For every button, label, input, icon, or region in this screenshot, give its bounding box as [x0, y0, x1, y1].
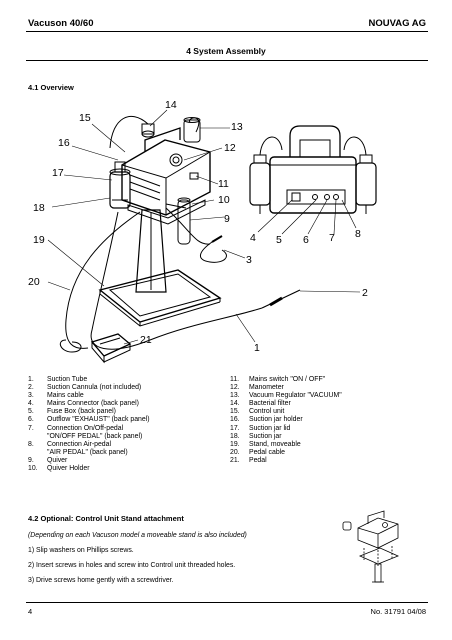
header-rule [26, 31, 428, 32]
callout-18: 18 [33, 202, 45, 214]
callout-6: 6 [303, 234, 309, 246]
list-item: 16.Suction jar holder [230, 416, 303, 424]
parts-list-right: 11.Mains switch "ON / OFF" 12.Manometer … [230, 376, 342, 465]
callout-12: 12 [224, 142, 236, 154]
callout-8: 8 [355, 228, 361, 240]
pedal-cable [59, 211, 141, 353]
list-item: 13.Vacuum Regulator "VACUUM" [230, 392, 342, 400]
list-item: 8.Connection Air-pedal [28, 440, 111, 448]
callout-16: 16 [58, 137, 70, 149]
step-2: 2) Insert screws in holes and screw into… [28, 562, 236, 569]
optional-section-title: 4.2 Optional: Control Unit Stand attachm… [28, 514, 184, 523]
callout-1: 1 [254, 342, 260, 354]
stand-attachment-illustration [342, 510, 400, 583]
list-item: 15.Control unit [230, 408, 285, 416]
pedal [90, 333, 132, 364]
list-item: 18.Suction jar [230, 432, 282, 440]
footer-rule [26, 602, 428, 603]
list-item: 10.Quiver Holder [28, 465, 90, 473]
mains-cable [165, 207, 227, 263]
document-title: Vacuson 40/60 [28, 18, 94, 29]
callout-2: 2 [362, 287, 368, 299]
list-item: 4.Mains Connector (back panel) [28, 400, 139, 408]
document-number: No. 31791 04/08 [370, 607, 426, 616]
section-rule [26, 60, 428, 61]
list-item: 9.Quiver [28, 456, 68, 464]
list-item: 17.Suction jar lid [230, 424, 291, 432]
overview-title: 4.1 Overview [28, 83, 74, 92]
callout-19: 19 [33, 234, 45, 246]
back-view-unit [249, 125, 377, 214]
company-name: NOUVAG AG [368, 18, 426, 29]
list-item: 7.Connection On/Off-pedal [28, 424, 124, 432]
list-item: 21.Pedal [230, 456, 267, 464]
system-assembly-illustration [47, 109, 377, 364]
callout-5: 5 [276, 234, 282, 246]
right-jar-top [183, 117, 201, 143]
callout-4: 4 [250, 232, 256, 244]
suction-tube [90, 211, 301, 350]
list-item: 3.Mains cable [28, 392, 84, 400]
list-item: 2.Suction Cannula (not included) [28, 384, 142, 392]
callout-13: 13 [231, 121, 243, 133]
list-item: 5.Fuse Box (back panel) [28, 408, 116, 416]
list-item: 1.Suction Tube [28, 376, 88, 383]
callout-10: 10 [218, 194, 230, 206]
callout-9: 9 [224, 213, 230, 225]
list-item: "AIR PEDAL" (back panel) [47, 448, 128, 456]
callout-17: 17 [52, 167, 64, 179]
callout-21: 21 [140, 334, 152, 346]
optional-note: (Depending on each Vacuson model a movea… [28, 532, 247, 539]
list-item: 19.Stand, moveable [230, 440, 301, 448]
list-item: "ON/OFF PEDAL" (back panel) [47, 432, 143, 440]
list-item: 11.Mains switch "ON / OFF" [230, 376, 326, 383]
section-title: 4 System Assembly [186, 46, 266, 56]
stand-base [98, 269, 222, 327]
step-3: 3) Drive screws home gently with a screw… [28, 577, 174, 584]
callout-3: 3 [246, 254, 252, 266]
bacterial-filter [109, 115, 200, 149]
quiver [165, 197, 191, 245]
callout-15: 15 [79, 112, 91, 124]
callout-14: 14 [165, 99, 177, 111]
page-number: 4 [28, 607, 33, 616]
callout-7: 7 [329, 232, 335, 244]
parts-list-left: 1.Suction Tube 2.Suction Cannula (not in… [28, 376, 150, 473]
callout-11: 11 [218, 178, 229, 190]
suction-jar [109, 161, 131, 209]
list-item: 20.Pedal cable [230, 448, 286, 456]
stand-pole [135, 209, 167, 293]
list-item: 14.Bacterial filter [230, 400, 291, 408]
list-item: 6.Outflow "EXHAUST" (back panel) [28, 416, 150, 424]
callout-20: 20 [28, 276, 40, 288]
step-1: 1) Slip washers on Phillips screws. [28, 547, 134, 554]
callout-leaders [47, 109, 361, 345]
list-item: 12.Manometer [230, 384, 284, 392]
